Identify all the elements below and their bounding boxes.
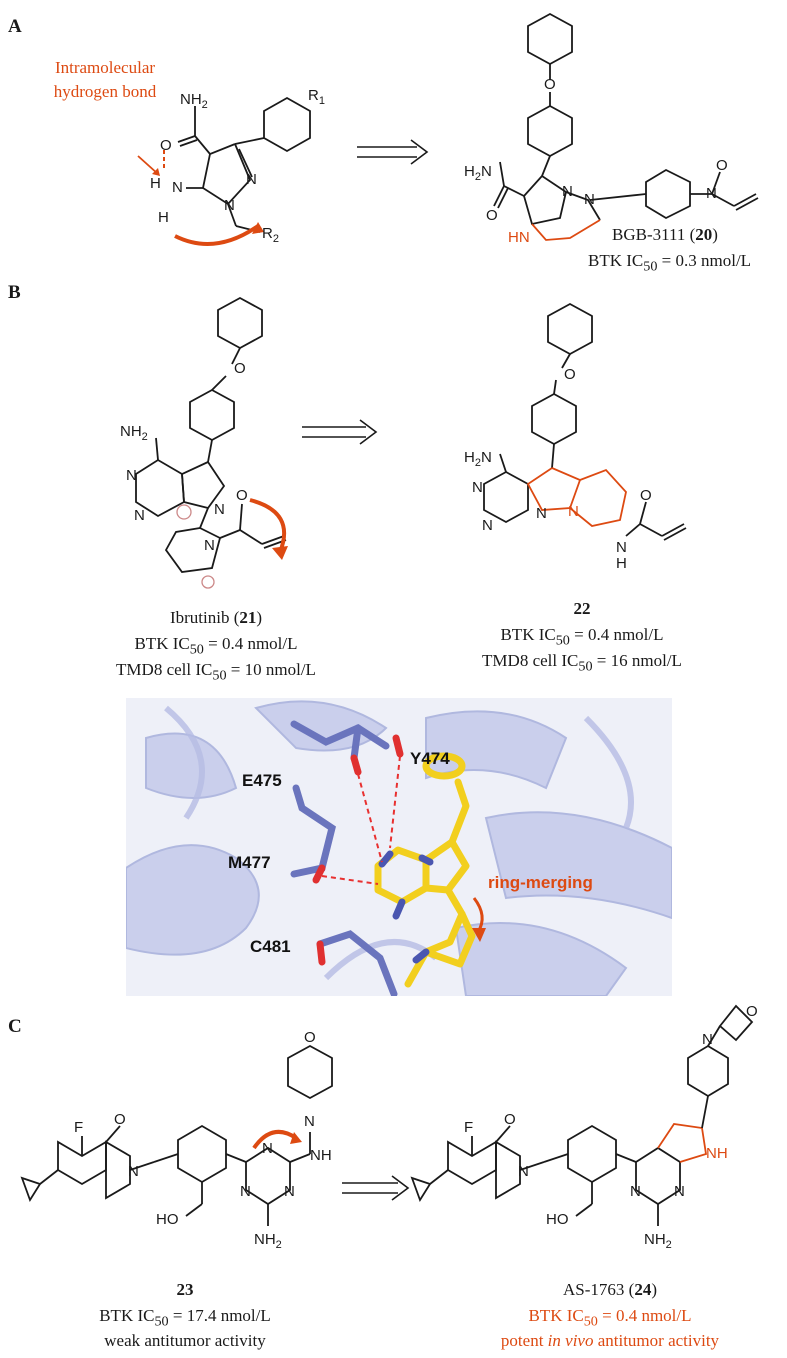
svg-text:N: N [284, 1183, 295, 1200]
svg-text:NH2: NH2 [644, 1231, 672, 1251]
svg-text:N: N [518, 1163, 529, 1180]
svg-text:HN: HN [508, 229, 530, 246]
svg-text:N: N [472, 479, 483, 496]
svg-text:N: N [126, 467, 137, 484]
svg-text:N: N [262, 1140, 273, 1157]
svg-text:HO: HO [156, 1211, 179, 1228]
compound-22-cell: TMD8 cell IC50 = 16 nmol/L [482, 651, 682, 675]
retro-arrow-a [357, 139, 429, 165]
btk-binding-site-render: E475 Y474 M477 C481 ring-merging [126, 698, 672, 996]
compound-22-structure: H2N N N N N N H O O [464, 302, 687, 572]
compound-22-btk: BTK IC50 = 0.4 nmol/L [500, 625, 664, 649]
svg-text:H2N: H2N [464, 449, 492, 469]
svg-text:N: N [134, 507, 145, 524]
svg-text:N: N [304, 1113, 315, 1130]
residue-label-e475: E475 [242, 771, 282, 790]
svg-text:NH2: NH2 [120, 423, 148, 443]
residue-label-y474: Y474 [410, 749, 450, 768]
panel-letter-a: A [8, 16, 22, 37]
ibrutinib-btk: BTK IC50 = 0.4 nmol/L [134, 634, 298, 658]
svg-text:N: N [562, 183, 573, 200]
svg-text:H: H [616, 555, 627, 572]
retro-arrow-c [342, 1175, 410, 1201]
svg-text:O: O [160, 137, 172, 154]
svg-text:NH2: NH2 [180, 91, 208, 111]
ibrutinib-cell: TMD8 cell IC50 = 10 nmol/L [116, 660, 316, 684]
bgb3111-activity: BTK IC50 = 0.3 nmol/L [588, 251, 752, 275]
svg-text:N: N [224, 197, 235, 214]
svg-text:O: O [716, 157, 728, 174]
svg-text:N: N [630, 1183, 641, 1200]
svg-text:H: H [158, 209, 169, 226]
ring-merging-label: ring-merging [488, 873, 593, 892]
svg-text:NH: NH [706, 1145, 728, 1162]
svg-text:O: O [234, 360, 246, 377]
svg-text:N: N [214, 501, 225, 518]
svg-text:O: O [504, 1111, 516, 1128]
svg-text:O: O [564, 366, 576, 383]
svg-text:N: N [482, 517, 493, 534]
panel-letter-c: C [8, 1016, 22, 1037]
panel-letter-b: B [8, 282, 21, 303]
svg-text:NH: NH [310, 1147, 332, 1164]
as1763-structure: F O N HO N N NH NH2 N O [410, 1003, 758, 1251]
bgb3111-structure: O H2N O HN N N N O [464, 12, 759, 246]
svg-text:N: N [240, 1183, 251, 1200]
svg-text:O: O [114, 1111, 126, 1128]
svg-text:N: N [128, 1163, 139, 1180]
bgb3111-name: BGB-3111 (20) [612, 225, 718, 244]
svg-text:N: N [674, 1183, 685, 1200]
as1763-btk: BTK IC50 = 0.4 nmol/L [528, 1306, 692, 1330]
svg-text:N: N [584, 191, 595, 208]
svg-text:H2N: H2N [464, 163, 492, 183]
retro-arrow-b [302, 419, 378, 445]
aminopyrazole-scaffold: NH2 O H N H N N R1 R2 [137, 87, 325, 246]
svg-text:R2: R2 [262, 225, 279, 245]
svg-text:N: N [536, 505, 547, 522]
svg-text:N: N [702, 1031, 713, 1048]
svg-text:N: N [568, 503, 579, 520]
svg-text:N: N [172, 179, 183, 196]
svg-text:N: N [204, 537, 215, 554]
residue-label-c481: C481 [250, 937, 291, 956]
svg-text:NH2: NH2 [254, 1231, 282, 1251]
as1763-name: AS-1763 (24) [563, 1280, 657, 1299]
as1763-activity: potent in vivo antitumor activity [500, 1331, 720, 1350]
svg-text:R1: R1 [308, 87, 325, 107]
compound-23-structure: F O N HO N N N NH NH2 N O [20, 1029, 333, 1251]
svg-text:F: F [464, 1119, 473, 1136]
svg-text:O: O [236, 487, 248, 504]
svg-text:O: O [544, 76, 556, 93]
svg-text:O: O [746, 1003, 758, 1020]
svg-text:O: O [304, 1029, 316, 1046]
compound-23-btk: BTK IC50 = 17.4 nmol/L [99, 1306, 271, 1330]
svg-text:N: N [616, 539, 627, 556]
ibrutinib-structure: O NH2 N N N N O [120, 296, 288, 589]
svg-text:N: N [706, 185, 717, 202]
svg-text:O: O [640, 487, 652, 504]
compound-23-id: 23 [176, 1280, 194, 1299]
svg-text:O: O [486, 207, 498, 224]
svg-text:HO: HO [546, 1211, 569, 1228]
compound-23-activity: weak antitumor activity [104, 1331, 266, 1350]
residue-label-m477: M477 [228, 853, 271, 872]
svg-text:H: H [150, 175, 161, 192]
ibrutinib-name: Ibrutinib (21) [169, 608, 263, 627]
compound-22-id: 22 [573, 599, 591, 618]
svg-text:F: F [74, 1119, 83, 1136]
svg-text:N: N [246, 171, 257, 188]
